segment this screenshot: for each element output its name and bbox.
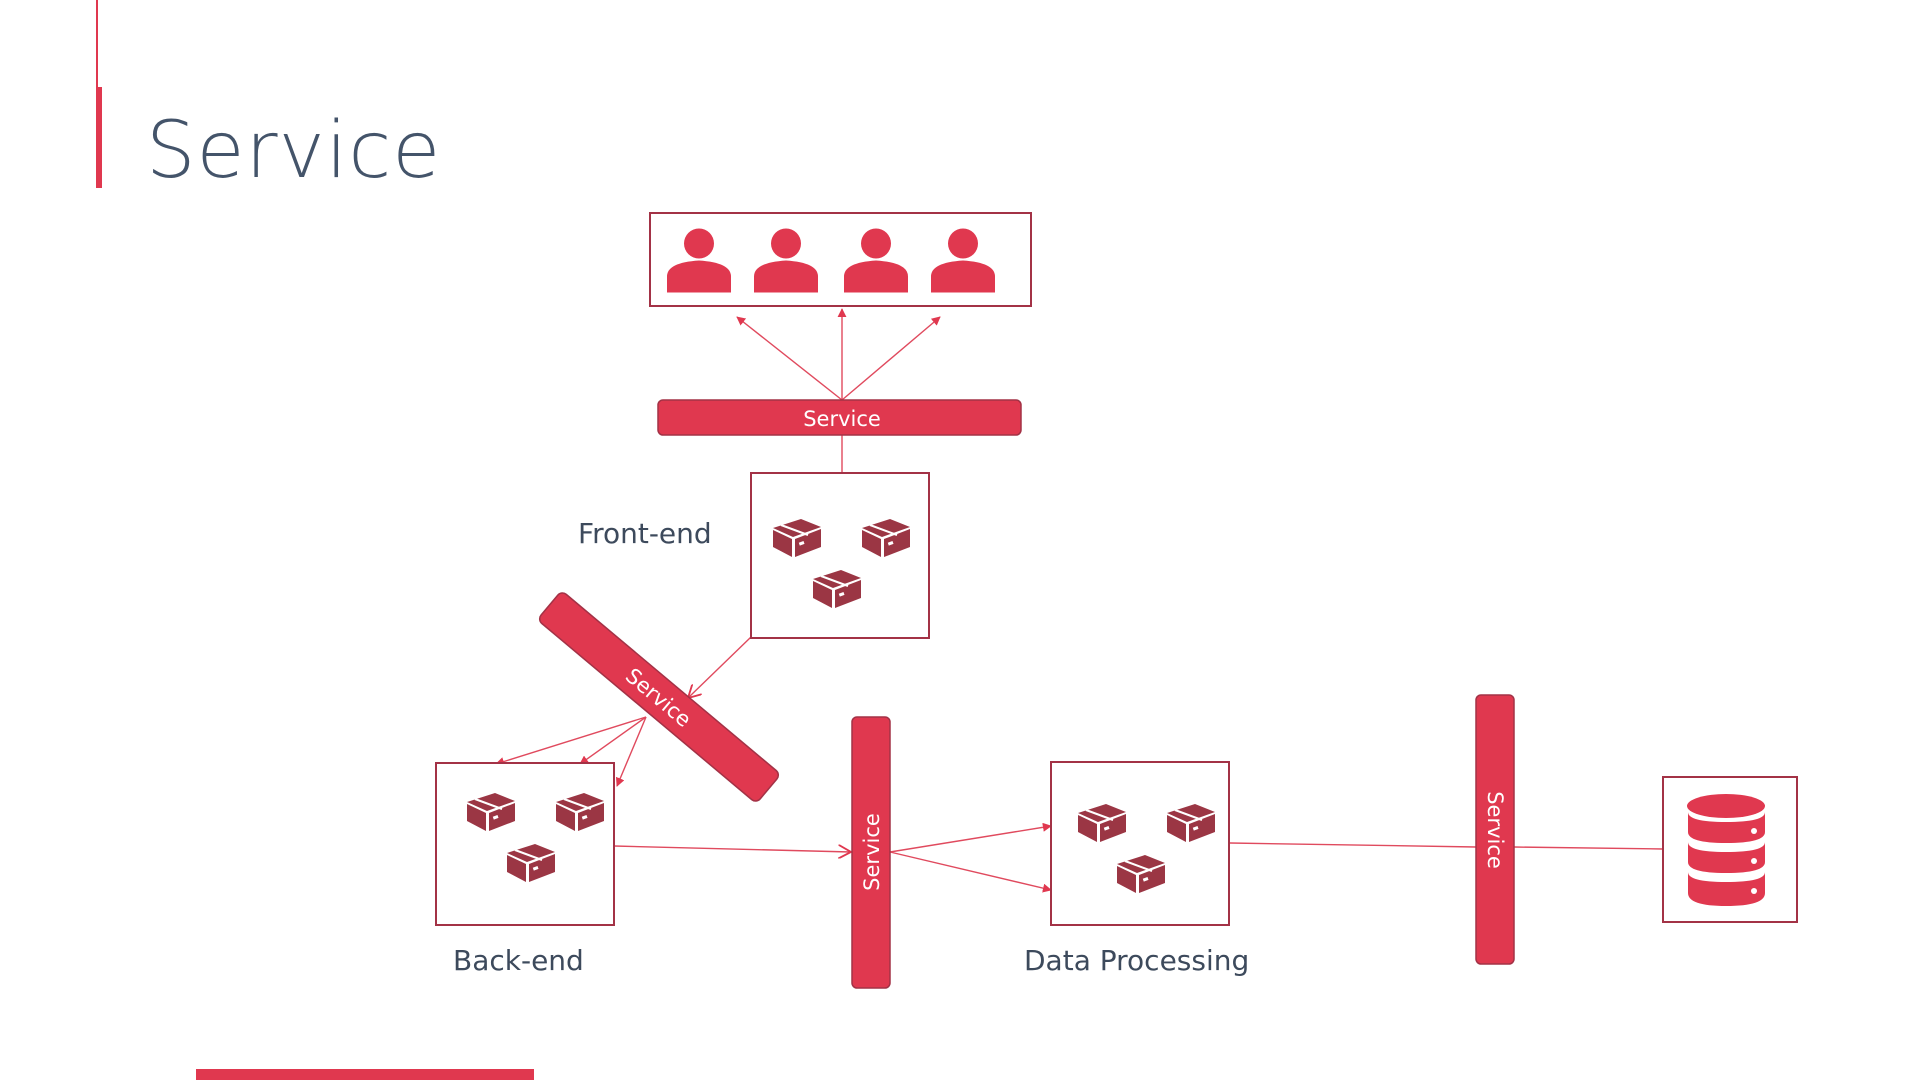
dataproc-component <box>1050 761 1230 926</box>
service-top[interactable]: Service <box>657 399 1022 436</box>
backend-component <box>435 762 615 926</box>
service-right[interactable]: Service <box>1475 694 1515 965</box>
title-accent-bar <box>96 87 102 188</box>
frontend-label: Front-end <box>578 517 712 550</box>
connector-svc-to-users <box>736 316 843 401</box>
service-middle[interactable]: Service <box>851 716 891 989</box>
connector-svc-to-users <box>841 316 941 401</box>
database-icon <box>1687 794 1765 906</box>
title-accent-line <box>96 0 98 88</box>
footer-accent-bar <box>196 1069 534 1080</box>
connector-svc-to-backend <box>495 716 647 766</box>
slide-title: Service <box>146 106 442 196</box>
connectors <box>495 308 1664 893</box>
backend-label: Back-end <box>453 944 584 977</box>
service-bar[interactable] <box>537 591 781 804</box>
connector-dataproc-to-svc <box>1229 842 1477 848</box>
frontend-component <box>750 472 930 639</box>
service-bar[interactable] <box>851 716 891 989</box>
service-bar[interactable] <box>657 399 1022 436</box>
connector-svc-to-backend <box>615 716 647 787</box>
connector-svc-to-dataproc <box>889 851 1052 893</box>
database-component <box>1662 776 1798 923</box>
service-bar[interactable] <box>1475 694 1515 965</box>
connector-backend-to-svc <box>613 846 851 852</box>
service-label: Service <box>803 407 881 431</box>
service-label: Service <box>860 813 884 891</box>
service-label: Service <box>1483 791 1507 869</box>
connector-svc-to-database <box>1513 846 1664 850</box>
users-group <box>649 212 1032 307</box>
frontend-box <box>750 472 930 639</box>
backend-box <box>435 762 615 926</box>
dataproc-label: Data Processing <box>1024 944 1250 977</box>
connector-frontend-to-diag-svc <box>688 636 752 698</box>
dataproc-box <box>1050 761 1230 926</box>
connector-svc-to-backend <box>579 716 647 765</box>
connector-svc-to-dataproc <box>889 822 1052 853</box>
